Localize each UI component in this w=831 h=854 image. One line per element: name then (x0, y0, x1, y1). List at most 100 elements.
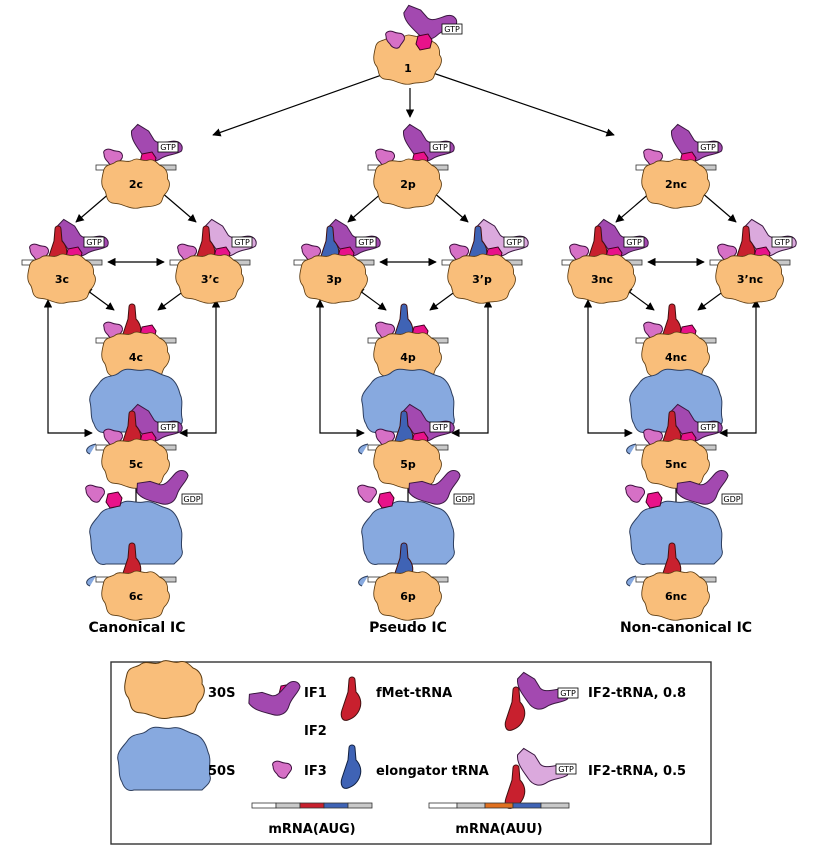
subunit-30s (101, 438, 170, 489)
subunit-30s (567, 253, 636, 304)
complex-label: 2c (129, 178, 143, 191)
mrna-segment (428, 802, 458, 809)
complex-label: 5c (129, 458, 143, 471)
complex-2c: GTP 2c (95, 123, 183, 209)
gtp-tag-text: GTP (700, 423, 716, 432)
if2-factor (136, 470, 189, 505)
complex-label: 3p (326, 273, 342, 286)
complex-3’c: GTP 3’c (169, 218, 257, 304)
subunit-50s (629, 500, 723, 565)
subunit-50s-stalk (86, 575, 97, 587)
released-factors: GDP (85, 470, 203, 509)
complex-4p: 4p (367, 303, 449, 382)
if1-factor (415, 33, 433, 51)
subunit-30s (299, 253, 368, 304)
gtp-tag-box (503, 236, 525, 248)
legend-gtp-tag-05: GTP (555, 763, 577, 775)
subunit-50s (89, 500, 183, 565)
gtp-tag-text: GTP (160, 143, 176, 152)
gtp-tag-box (181, 493, 203, 505)
gtp-tag-text: GTP (432, 423, 448, 432)
subunit-50s-stalk (626, 443, 637, 455)
gtp-tag-text: GTP (444, 25, 460, 34)
legend-if3-label: IF3 (304, 764, 327, 779)
subunit-30s (175, 253, 244, 304)
if3-factor (625, 484, 645, 503)
legend-50s-shape (117, 726, 211, 791)
arrow (719, 299, 761, 438)
gtp-tag-box (623, 236, 645, 248)
gtp-tag-box (231, 236, 253, 248)
complex-2p: GTP 2p (367, 123, 455, 209)
legend-mrna-aug-label: mRNA(AUG) (268, 822, 355, 837)
node-1-label: 1 (404, 62, 412, 75)
gdp-tag: GDP (453, 493, 475, 505)
mrna-segment (251, 802, 277, 809)
arrows (212, 71, 615, 137)
legend-mrna-auu-strand (428, 802, 570, 809)
complex-label: 3’c (201, 273, 219, 286)
gtp-tag-text: GTP (700, 143, 716, 152)
gtp-tag: GTP (157, 421, 179, 433)
subunit-30s (27, 253, 96, 304)
mrna-segment (347, 802, 373, 809)
gtp-tag-box (555, 763, 577, 775)
gtp-tag-box (697, 141, 719, 153)
if3-factor (357, 484, 377, 503)
subunit-30s (641, 331, 710, 382)
if1-factor (377, 491, 395, 509)
gtp-tag-text: GTP (558, 765, 574, 774)
complex-label: 4p (400, 351, 416, 364)
if3-factor (385, 30, 405, 49)
gtp-tag-text: GTP (234, 238, 250, 247)
subunit-50s-stalk (86, 443, 97, 455)
gtp-tag-text: GTP (774, 238, 790, 247)
subunit-30s (101, 570, 170, 621)
subunit-30s (715, 253, 784, 304)
gtp-tag-box (697, 421, 719, 433)
gtp-tag-text: GTP (506, 238, 522, 247)
subunit-30s (373, 331, 442, 382)
gtp-tag-box (429, 421, 451, 433)
legend-if2-trna-08-if2 (517, 671, 569, 710)
gtp-tag-box (355, 236, 377, 248)
mrna-segment (512, 802, 542, 809)
legend-30s-shape (124, 660, 205, 719)
complex-1: GTP (373, 4, 463, 85)
gtp-tag-box (429, 141, 451, 153)
complex-label: 2nc (665, 178, 687, 191)
if3-factor (85, 484, 105, 503)
complex-label: 2p (400, 178, 416, 191)
legend-30s-label: 30S (208, 686, 235, 701)
complex-4c: 4c (95, 303, 177, 382)
complexes: GTPGTP2cGTP3cGTP3’c4cGTP5c6cGDPGTP2pGTP3… (21, 4, 797, 621)
gtp-tag-text: GTP (432, 143, 448, 152)
gtp-tag: GTP (503, 236, 525, 248)
gtp-tag-box (721, 493, 743, 505)
arrow (315, 299, 365, 438)
gtp-tag: GTP (429, 421, 451, 433)
arrow (43, 299, 93, 438)
complex-label: 4nc (665, 351, 687, 364)
arrow (583, 299, 633, 438)
complex-6p: 6p (358, 500, 455, 621)
gtp-tag-text: GDP (723, 495, 740, 504)
mrna-segment (299, 802, 325, 809)
subunit-30s (101, 331, 170, 382)
complex-label: 5nc (665, 458, 687, 471)
gtp-tag-box (557, 687, 579, 699)
gtp-tag-box (771, 236, 793, 248)
column-title-canonical: Canonical IC (89, 620, 186, 636)
subunit-30s (641, 438, 710, 489)
complex-4nc: 4nc (635, 303, 717, 382)
gtp-tag: GTP (83, 236, 105, 248)
subunit-50s-stalk (358, 443, 369, 455)
gtp-tag-box (83, 236, 105, 248)
legend-gtp-tag-08: GTP (557, 687, 579, 699)
